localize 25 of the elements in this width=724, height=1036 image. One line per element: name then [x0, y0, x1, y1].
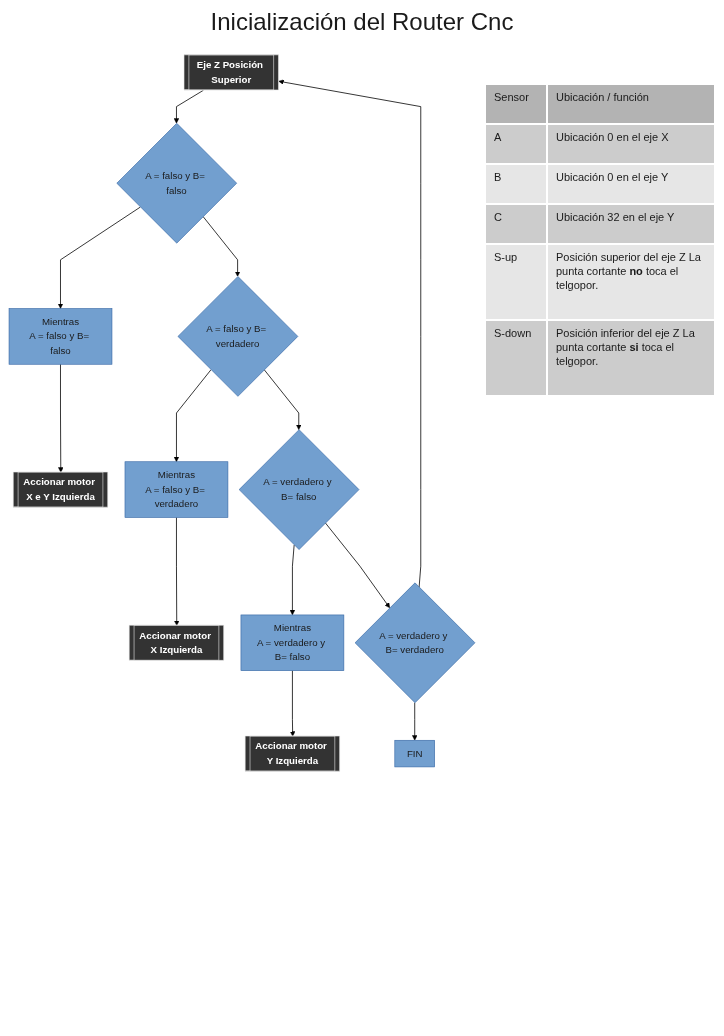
table-cell: S-up: [486, 245, 548, 321]
subroutine-box: Accionar motor X Izquierda: [128, 624, 224, 661]
process-box: FIN: [394, 739, 435, 768]
table-cell: B: [486, 165, 548, 205]
decision-diamond: A = verdadero y B= falso: [238, 429, 360, 550]
process-box: Mientras A = falso y B= falso: [8, 308, 113, 365]
table-cell: A: [486, 125, 548, 165]
subroutine-box: Accionar motor Y Izquierda: [244, 735, 340, 772]
decision-diamond: A = falso y B= falso: [116, 122, 237, 244]
table-header-cell: Sensor: [486, 85, 548, 125]
table-cell: Ubicación 32 en el eje Y: [548, 205, 714, 245]
table-cell: Posición superior del eje Z La punta cortante no toca el telgopor.: [548, 245, 714, 321]
decision-diamond: A = falso y B= verdadero: [177, 276, 299, 397]
subroutine-box: Eje Z Posición Superior: [183, 54, 279, 91]
table-cell: C: [486, 205, 548, 245]
table-cell: Posición inferior del eje Z La punta cortante si toca el telgopor.: [548, 321, 714, 397]
table-header-cell: Ubicación / función: [548, 85, 714, 125]
table-cell: Ubicación 0 en el eje Y: [548, 165, 714, 205]
process-box: Mientras A = verdadero y B= falso: [240, 614, 345, 671]
table-cell: Ubicación 0 en el eje X: [548, 125, 714, 165]
diagram-title: Inicialización del Router Cnc: [210, 8, 514, 36]
decision-diamond: A = verdadero y B= verdadero: [354, 582, 476, 704]
subroutine-box: Accionar motor X e Y Izquierda: [12, 471, 109, 508]
table-cell: S-down: [486, 321, 548, 397]
process-box: Mientras A = falso y B= verdadero: [124, 461, 229, 518]
